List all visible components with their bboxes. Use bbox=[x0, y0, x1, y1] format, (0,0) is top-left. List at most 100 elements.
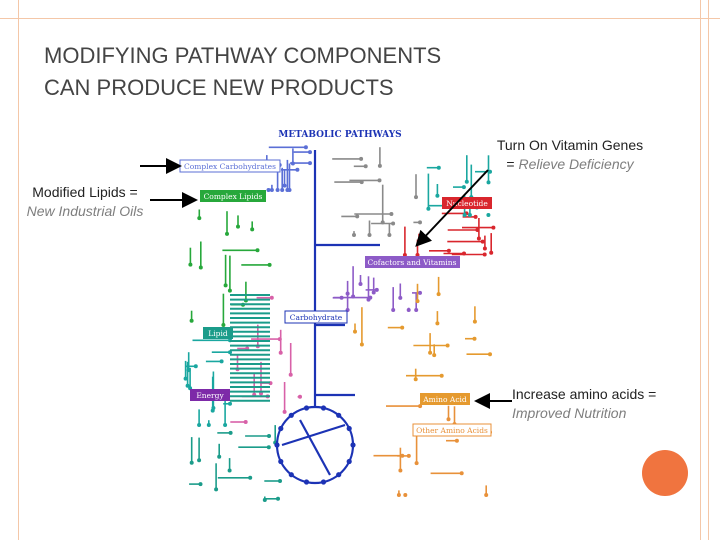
pathway-node bbox=[367, 233, 372, 237]
pathway-node bbox=[225, 231, 229, 236]
pathway-node bbox=[227, 288, 232, 293]
frame-line-top bbox=[0, 18, 720, 19]
pathway-node bbox=[269, 295, 274, 300]
label-energy: Energy bbox=[190, 389, 230, 401]
pathway-node bbox=[418, 404, 423, 409]
tca-cycle-ring bbox=[275, 405, 355, 485]
pathway-node bbox=[368, 295, 373, 300]
label-cofactors-vitamins-text: Cofactors and Vitamins bbox=[368, 258, 457, 267]
label-amino-acid: Amino Acid bbox=[420, 393, 470, 405]
pathway-node bbox=[464, 179, 469, 184]
pathway-node bbox=[223, 283, 228, 288]
pathway-node bbox=[377, 178, 382, 183]
pathway-node bbox=[206, 423, 211, 427]
pathway-node bbox=[484, 493, 489, 497]
pathway-node bbox=[303, 145, 308, 150]
label-cofactors-vitamins: Cofactors and Vitamins bbox=[365, 256, 460, 268]
pathway-node bbox=[223, 423, 228, 427]
pathway-node bbox=[488, 169, 492, 174]
annotation-lipids-line1: Modified Lipids = bbox=[32, 184, 138, 200]
pathway-node bbox=[359, 156, 364, 161]
pathway-node bbox=[400, 453, 405, 458]
pathway-node bbox=[398, 468, 403, 473]
pathway-node bbox=[308, 161, 312, 166]
pathway-node bbox=[298, 394, 302, 399]
title-line-2: CAN PRODUCE NEW PRODUCTS bbox=[44, 75, 394, 100]
pathway-node bbox=[275, 188, 280, 192]
pathway-node bbox=[353, 329, 357, 334]
label-energy-text: Energy bbox=[196, 391, 224, 400]
pathway-node bbox=[183, 376, 188, 381]
annotation-amino-line2: Improved Nutrition bbox=[512, 405, 627, 421]
pathway-node bbox=[221, 323, 226, 327]
label-other-amino-acids-text: Other Amino Acids bbox=[416, 426, 488, 435]
pathway-node bbox=[189, 460, 194, 465]
pathway-node bbox=[267, 434, 271, 438]
annotation-amino-line1: Increase amino acids = bbox=[512, 386, 657, 402]
label-complex-lipids: Complex Lipids bbox=[200, 190, 266, 202]
pathway-node bbox=[189, 318, 194, 323]
annotation-vitamin: Turn On Vitamin Genes = Relieve Deficien… bbox=[470, 136, 670, 174]
pathway-node bbox=[277, 337, 282, 342]
pathway-node bbox=[198, 482, 203, 487]
label-complex-carbohydrates: Complex Carbohydrates bbox=[179, 159, 281, 173]
annotation-lipids-line2: New Industrial Oils bbox=[26, 203, 144, 219]
label-lipid-text: Lipid bbox=[208, 329, 228, 338]
pathway-node bbox=[288, 372, 293, 377]
label-nucleotide-text: Nucleotide bbox=[446, 199, 488, 208]
pathway-node bbox=[491, 225, 496, 230]
pathway-node bbox=[267, 262, 272, 267]
pathway-node bbox=[446, 417, 451, 422]
pathway-node bbox=[436, 165, 441, 170]
pathway-node bbox=[269, 188, 274, 192]
pathway-node bbox=[472, 319, 477, 324]
pathway-node bbox=[217, 454, 222, 459]
pathway-node bbox=[250, 227, 255, 232]
pathway-node bbox=[406, 453, 411, 458]
pathway-node bbox=[486, 180, 491, 185]
label-lipid: Lipid bbox=[203, 327, 233, 339]
annotation-vitamin-line1: Turn On Vitamin Genes bbox=[496, 137, 644, 153]
pathway-node bbox=[459, 471, 464, 476]
pathway-node bbox=[461, 185, 466, 190]
pathway-node bbox=[295, 167, 300, 172]
pathway-node bbox=[435, 321, 440, 326]
pathway-node bbox=[276, 496, 280, 501]
label-amino-acid-text: Amino Acid bbox=[422, 395, 467, 404]
pathway-node bbox=[482, 246, 487, 251]
pathway-node bbox=[482, 252, 487, 257]
pathway-node bbox=[486, 213, 491, 217]
label-nucleotide: Nucleotide bbox=[442, 197, 492, 209]
pathway-node bbox=[214, 487, 219, 492]
pathway-node bbox=[185, 383, 190, 388]
pathway-node bbox=[266, 445, 271, 450]
pathway-node bbox=[278, 350, 283, 355]
pathway-node bbox=[445, 343, 450, 348]
pathway-node bbox=[243, 420, 248, 424]
pathway-node bbox=[418, 290, 422, 295]
pathway-node bbox=[472, 336, 477, 341]
pathway-node bbox=[428, 350, 433, 355]
pathway-node bbox=[266, 188, 271, 192]
pathway-node bbox=[228, 430, 233, 435]
pathway-node bbox=[227, 468, 232, 473]
pathway-node bbox=[414, 195, 418, 200]
pathway-node bbox=[198, 265, 203, 270]
pathway-node bbox=[415, 299, 420, 304]
pathway-node bbox=[413, 377, 418, 382]
pathway-node bbox=[476, 236, 481, 241]
pathway-node bbox=[363, 164, 368, 169]
pathway-node bbox=[439, 373, 444, 378]
pathway-node bbox=[278, 479, 282, 483]
pathway-node bbox=[188, 262, 193, 267]
pathway-node bbox=[308, 150, 312, 155]
pathway-node bbox=[489, 250, 494, 255]
pathway-node bbox=[355, 214, 360, 219]
pathway-node bbox=[467, 213, 472, 217]
label-carbohydrate-text: Carbohydrate bbox=[290, 313, 343, 322]
label-complex-carbohydrates-text: Complex Carbohydrates bbox=[184, 162, 276, 171]
diagram-heading: METABOLIC PATHWAYS bbox=[278, 130, 401, 140]
title-line-1: MODIFYING PATHWAY COMPONENTS bbox=[44, 43, 442, 68]
pathway-node bbox=[248, 475, 253, 480]
pathway-node bbox=[210, 408, 215, 413]
